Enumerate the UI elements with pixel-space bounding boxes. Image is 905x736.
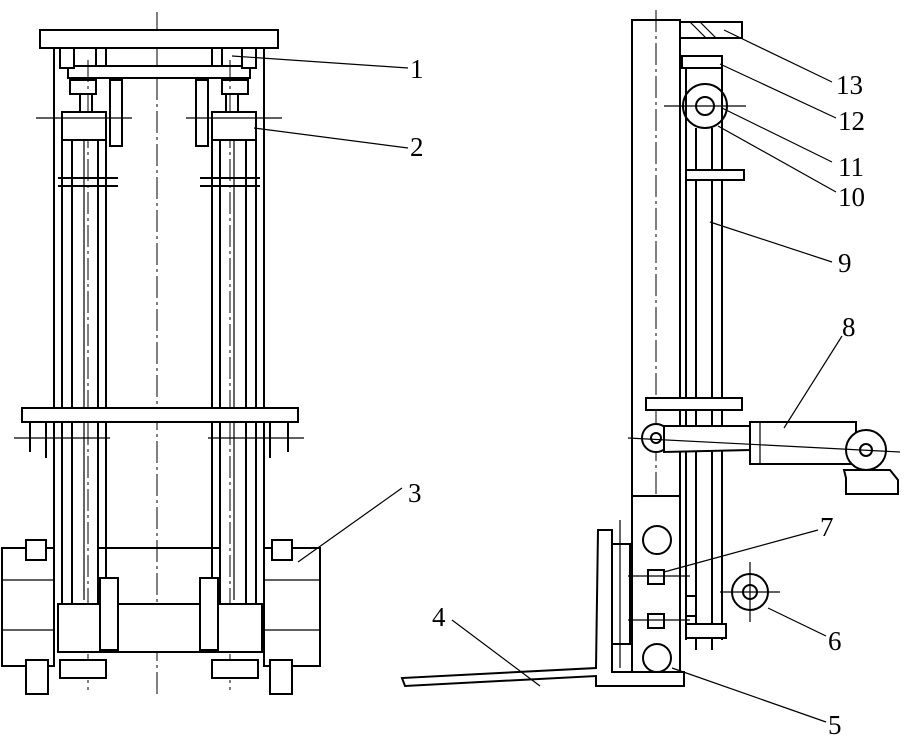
leader-12	[719, 63, 837, 119]
lower-post-left	[99, 577, 119, 651]
top-crosshead	[39, 29, 279, 49]
stop-block	[685, 595, 697, 617]
lower-post-right	[199, 577, 219, 651]
pulley-block-left-a	[69, 79, 97, 95]
leader-11	[721, 107, 833, 163]
cylinder-head-left	[61, 111, 107, 141]
wheel-housing-left	[1, 547, 55, 667]
leader-8	[783, 335, 843, 429]
leader-6	[767, 607, 827, 637]
chain-anchor	[685, 623, 727, 639]
pulley-block-right-b	[225, 93, 239, 113]
stud-left	[95, 47, 107, 67]
axle-left	[59, 659, 107, 679]
bolt-7-lower	[647, 613, 665, 629]
leader-lines	[231, 29, 843, 723]
top-crossbar	[67, 65, 251, 79]
callout-13: 13	[836, 70, 863, 100]
leader-2	[253, 127, 409, 149]
hook-right	[195, 79, 209, 147]
callout-10: 10	[838, 182, 865, 212]
pulley-block-right-a	[221, 79, 249, 95]
stud-right	[211, 47, 223, 67]
plate-12	[681, 55, 723, 69]
front-view	[1, 12, 321, 695]
side-carriage-plate	[645, 397, 743, 411]
pulley-block-left-b	[79, 93, 93, 113]
callout-11: 11	[838, 152, 864, 182]
lug-right	[271, 539, 293, 561]
wheel-right	[269, 659, 293, 695]
fork-4	[400, 529, 685, 688]
leader-13	[723, 29, 833, 83]
callout-2: 2	[410, 132, 424, 162]
bolt-7-upper	[647, 569, 665, 585]
leader-5	[671, 667, 827, 723]
top-plate-13	[679, 21, 743, 39]
piston-rod	[663, 425, 751, 454]
tilt-cylinder-8	[749, 421, 857, 465]
cylinder-head-right	[211, 111, 257, 141]
callout-3: 3	[408, 478, 422, 508]
callout-6: 6	[828, 626, 842, 656]
roller-5	[642, 643, 672, 673]
callout-12: 12	[838, 106, 865, 136]
carriage-plate	[21, 407, 299, 423]
callout-8: 8	[842, 312, 856, 342]
leader-3	[297, 487, 403, 563]
roller-upper	[642, 525, 672, 555]
callout-9: 9	[838, 248, 852, 278]
callout-1: 1	[410, 54, 424, 84]
bracket-left	[59, 47, 75, 69]
axle-right	[211, 659, 259, 679]
lower-crossbeam	[57, 603, 263, 653]
cylinder-mount	[842, 469, 899, 495]
leader-10	[717, 125, 837, 193]
leader-1	[231, 55, 409, 69]
lug-left	[25, 539, 47, 561]
wheel-left	[25, 659, 49, 695]
callout-labels: 1 2 3 4 5 6 7 8 9 10 11 12 13	[408, 54, 865, 736]
hook-left	[109, 79, 123, 147]
callout-4: 4	[432, 602, 446, 632]
bar-10	[685, 169, 745, 181]
side-view	[400, 10, 901, 688]
callout-5: 5	[828, 710, 842, 736]
leader-4	[451, 619, 541, 687]
leader-9	[709, 221, 833, 263]
wheel-housing-right	[263, 547, 321, 667]
callout-7: 7	[820, 512, 834, 542]
leader-7	[663, 529, 819, 573]
